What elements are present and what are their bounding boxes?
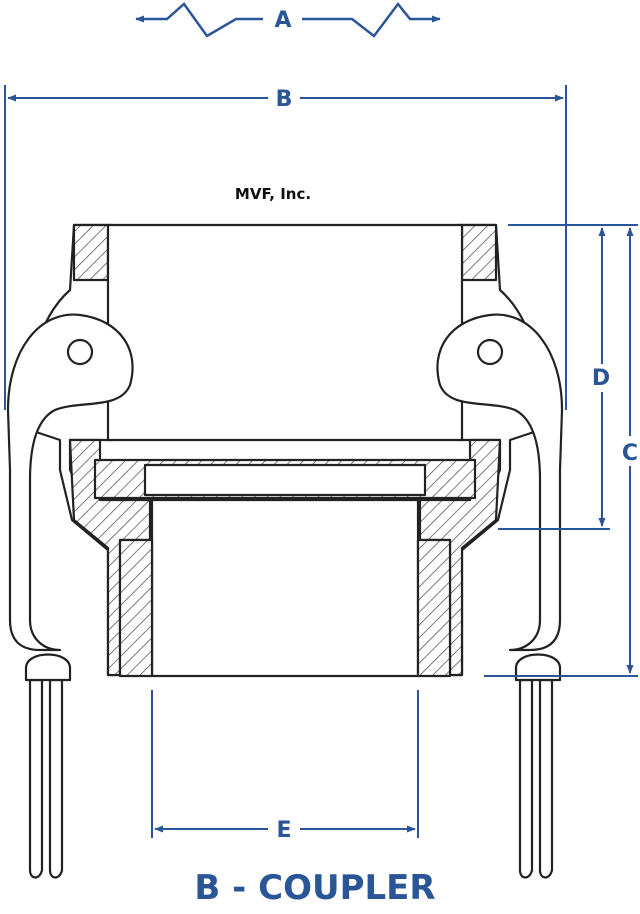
dimension-a-label: A [274,8,291,33]
company-name: MVF, Inc. [235,185,311,203]
dimension-d [498,227,610,530]
right-cam-arm [436,313,564,879]
dimension-b [4,85,567,410]
dimension-a [135,1,441,38]
dimension-b-label: B [276,87,293,112]
left-cam-arm [6,313,134,879]
dimension-c [484,224,638,677]
coupler-body [27,223,543,678]
diagram-title: B - COUPLER [194,868,435,908]
dimension-e [151,690,419,838]
dimension-e-label: E [276,818,291,843]
dimension-c-label: C [622,441,638,466]
dimension-d-label: D [592,366,610,391]
